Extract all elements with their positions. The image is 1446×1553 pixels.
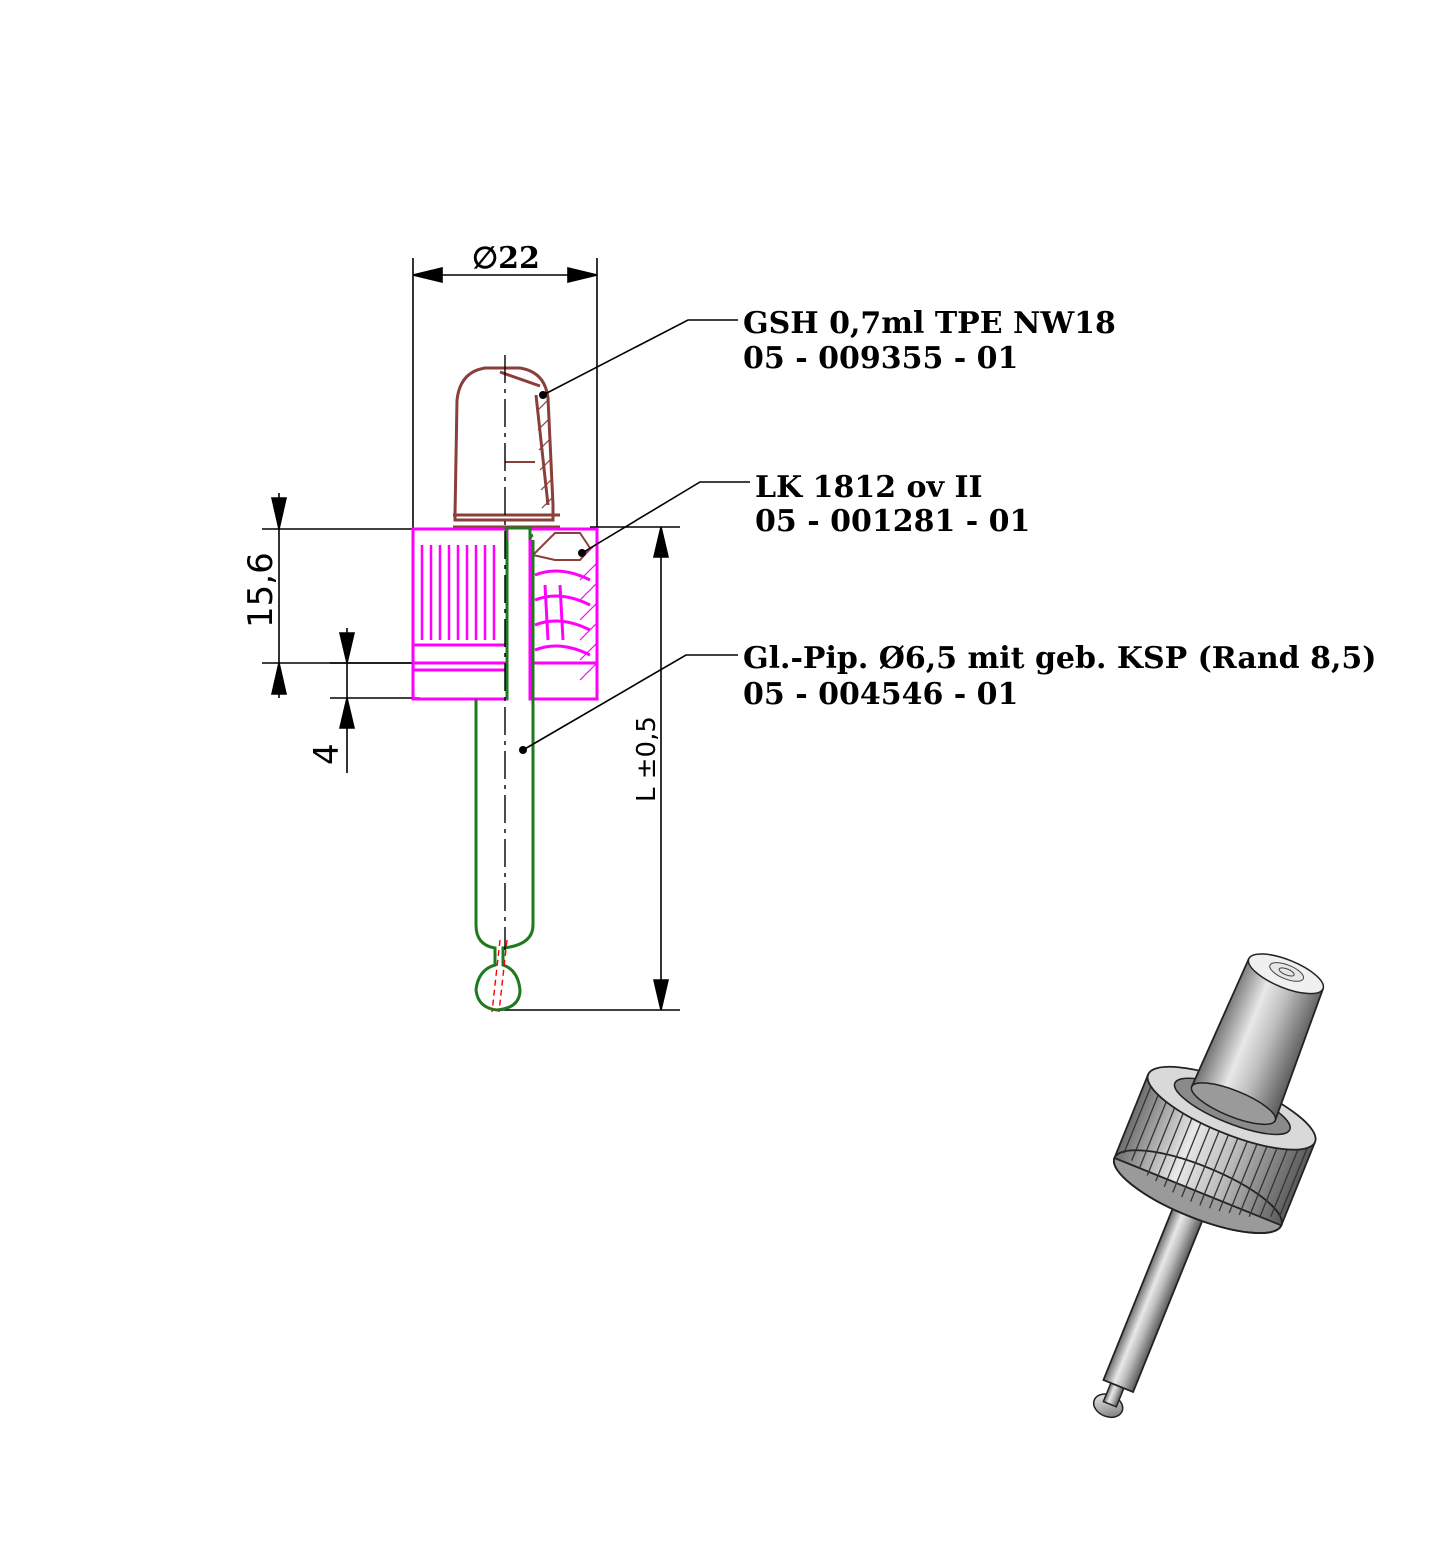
height-label: 15,6 bbox=[241, 552, 281, 628]
render-tube bbox=[1102, 1207, 1204, 1394]
height-dimension bbox=[262, 493, 445, 698]
pipette-section bbox=[474, 526, 535, 1012]
ring-label: 4 bbox=[307, 743, 347, 765]
length-label: L ±0,5 bbox=[632, 716, 662, 802]
callout-pipette-name: Gl.-Pip. Ø6,5 mit geb. KSP (Rand 8,5) bbox=[743, 641, 1377, 676]
ring-dimension bbox=[330, 628, 420, 773]
render-bulb bbox=[1190, 953, 1325, 1126]
callout-cap-code: 05 - 001281 - 01 bbox=[755, 504, 1030, 539]
callout-pipette-code: 05 - 004546 - 01 bbox=[743, 677, 1018, 712]
tip-centerline bbox=[491, 939, 508, 1013]
callout-cap-name: LK 1812 ov II bbox=[755, 470, 983, 505]
leader-lines bbox=[522, 319, 750, 751]
callout-bulb-name: GSH 0,7ml TPE NW18 bbox=[743, 306, 1116, 341]
callout-bulb-code: 05 - 009355 - 01 bbox=[743, 341, 1018, 376]
diameter-dimension bbox=[412, 258, 598, 530]
isometric-render bbox=[1092, 953, 1325, 1419]
length-dimension bbox=[500, 526, 680, 1011]
diameter-label: ∅22 bbox=[472, 241, 540, 276]
leader-dots bbox=[519, 391, 586, 754]
